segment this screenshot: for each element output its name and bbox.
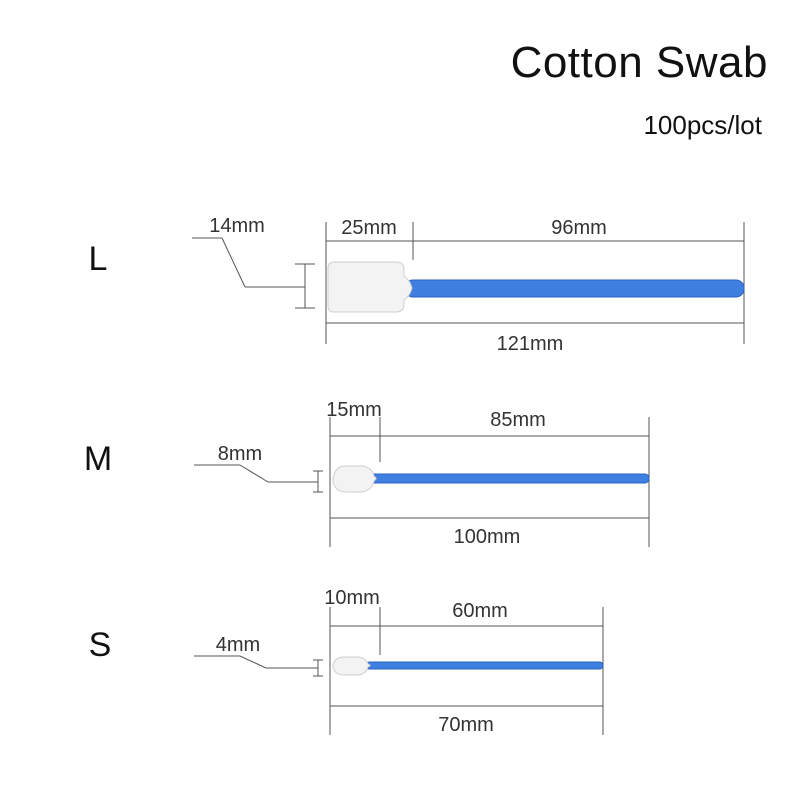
leader-line xyxy=(239,655,267,669)
swab-stick xyxy=(365,661,604,670)
head-width-label: 8mm xyxy=(218,443,262,465)
swab-s-group: S 4mm 10mm 60mm 70mm xyxy=(89,587,604,736)
leader-line xyxy=(221,237,246,288)
stick-length-label: 60mm xyxy=(452,600,508,622)
stick-length-label: 85mm xyxy=(490,409,546,431)
head-length-label: 25mm xyxy=(341,217,397,239)
swab-head xyxy=(332,656,371,676)
size-label-s: S xyxy=(89,626,112,664)
swab-m-group: M 8mm 15mm 85mm 100mm xyxy=(84,399,650,548)
head-width-label: 4mm xyxy=(216,634,260,656)
leader-line xyxy=(239,464,269,483)
swab-stick xyxy=(369,473,650,484)
stick-length-label: 96mm xyxy=(551,217,607,239)
head-length-label: 10mm xyxy=(324,587,380,609)
size-label-l: L xyxy=(89,240,108,278)
swab-head xyxy=(327,261,413,313)
total-length-label: 121mm xyxy=(497,333,564,355)
pack-quantity: 100pcs/lot xyxy=(643,110,762,140)
swab-stick xyxy=(404,279,745,298)
head-length-label: 15mm xyxy=(326,399,382,421)
swab-l-group: L 14mm 25mm 96mm 121mm xyxy=(89,215,745,355)
head-width-label: 14mm xyxy=(209,215,265,237)
total-length-label: 100mm xyxy=(454,526,521,548)
page-title: Cotton Swab xyxy=(510,38,768,87)
total-length-label: 70mm xyxy=(438,714,494,736)
swab-head xyxy=(332,465,377,493)
size-label-m: M xyxy=(84,440,112,478)
